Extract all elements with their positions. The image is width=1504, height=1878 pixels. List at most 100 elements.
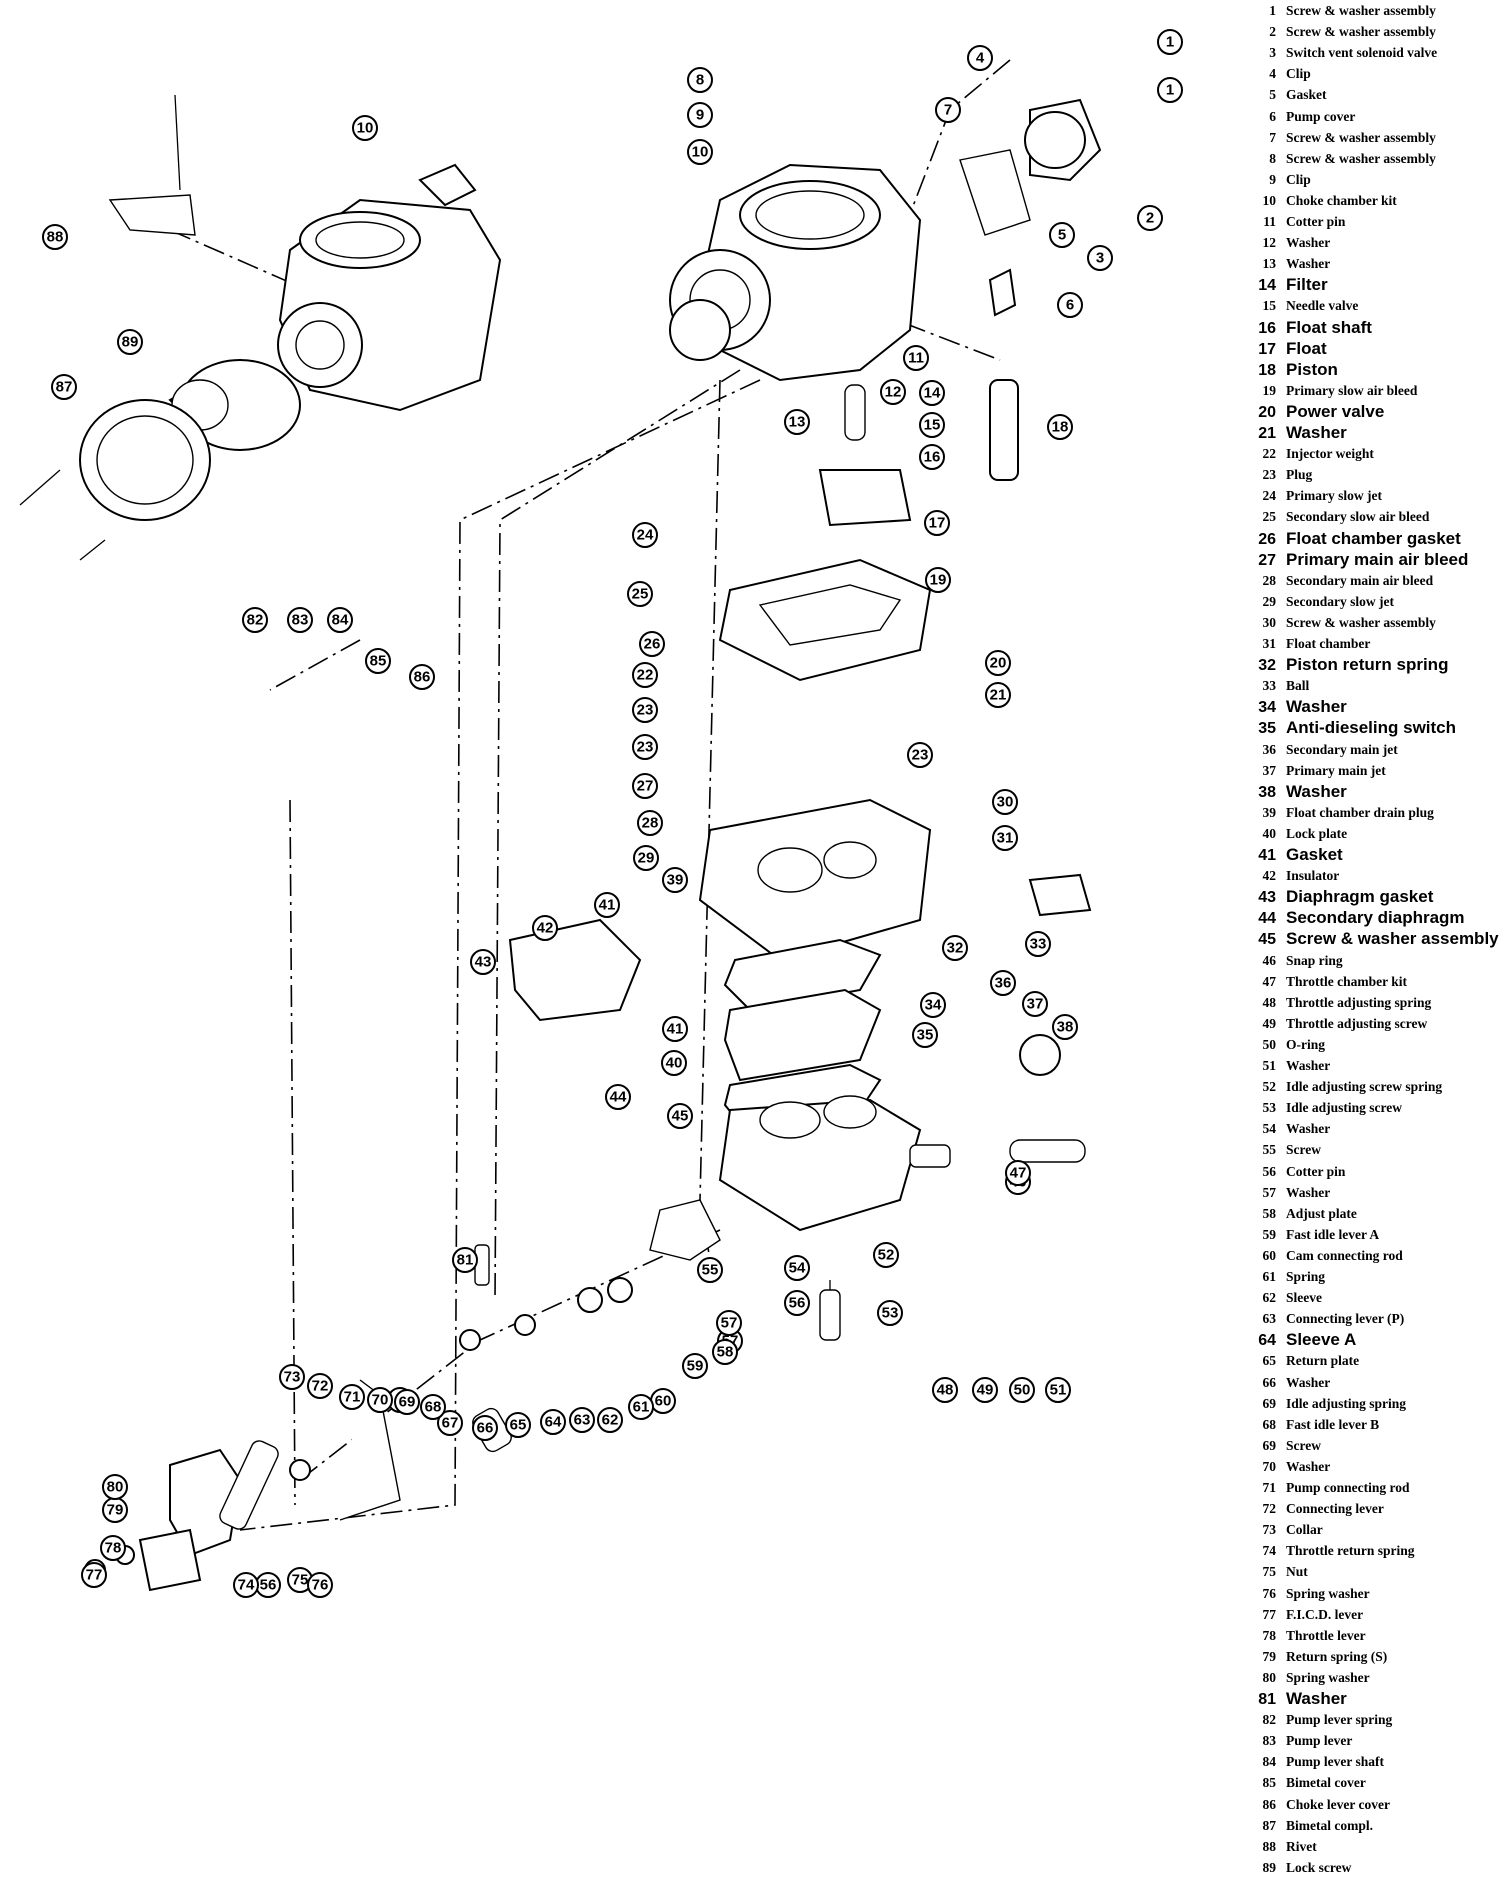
- callout-label: 31: [992, 825, 1018, 851]
- legend-item-label: Float chamber: [1286, 636, 1371, 651]
- legend-item-label: Washer: [1286, 256, 1331, 272]
- callout-circle: [632, 697, 658, 723]
- callout-number: 72: [312, 1378, 329, 1395]
- callout-label: 24: [632, 522, 658, 548]
- legend-item-label: Float shaft: [1286, 317, 1372, 337]
- callout-number: 67: [442, 1415, 459, 1432]
- legend-item-label: Gasket: [1286, 845, 1343, 864]
- callout-label: 45: [667, 1103, 693, 1129]
- callout-label: 25: [627, 581, 653, 607]
- legend-item-label: Cotter pin: [1286, 214, 1346, 229]
- callout-circle: [667, 1103, 693, 1129]
- callout-circle: [784, 409, 810, 435]
- callout-circle: [532, 915, 558, 941]
- carburetor-exploded-diagram: 1123456789101011121314151617181920212223…: [19, 29, 1183, 1598]
- callout-label: 10: [687, 139, 713, 165]
- callout-label: 26: [639, 631, 665, 657]
- callout-circle: [569, 1407, 595, 1433]
- callout-label: 77: [81, 1562, 107, 1588]
- legend-item-number: 78: [1262, 1627, 1277, 1643]
- callout-label: 78: [100, 1535, 126, 1561]
- callout-label: 53: [877, 1300, 903, 1326]
- callout-label: 41: [662, 1016, 688, 1042]
- callout-number: 61: [633, 1399, 650, 1416]
- legend-item-number: 57: [1262, 1184, 1277, 1200]
- legend-item-number: 2: [1269, 24, 1276, 40]
- legend-item-label: Secondary main air bleed: [1286, 572, 1434, 588]
- callout-circle: [1087, 245, 1113, 271]
- callout-circle: [409, 664, 435, 690]
- callout-number: 45: [672, 1108, 689, 1125]
- legend-item-number: 20: [1258, 403, 1276, 421]
- callout-label: 28: [637, 810, 663, 836]
- callout-label: 47: [1005, 1160, 1031, 1186]
- callout-number: 53: [882, 1305, 899, 1322]
- callout-circle: [1047, 414, 1073, 440]
- legend-item-label: Pump lever shaft: [1286, 1754, 1384, 1770]
- callout-number: 30: [997, 794, 1014, 811]
- legend-item-label: Washer: [1286, 1184, 1331, 1200]
- callout-number: 86: [414, 669, 431, 686]
- legend-item-label: Spring: [1286, 1269, 1326, 1284]
- callout-label: 36: [990, 970, 1016, 996]
- legend-item-number: 53: [1262, 1100, 1277, 1116]
- callout-label: 10: [352, 115, 378, 141]
- callout-number: 55: [702, 1262, 719, 1279]
- callout-label: 23: [632, 734, 658, 760]
- legend-item: 57 Washer: [1236, 1182, 1331, 1203]
- legend-item-number: 75: [1262, 1564, 1277, 1580]
- callout-label: 44: [605, 1084, 631, 1110]
- callout-circle: [935, 97, 961, 123]
- callout-label: 42: [532, 915, 558, 941]
- callout-circle: [662, 867, 688, 893]
- callout-label: 54: [784, 1255, 810, 1281]
- callout-number: 40: [666, 1055, 683, 1072]
- callout-number: 56: [260, 1577, 277, 1594]
- callout-circle: [1052, 1014, 1078, 1040]
- legend-item-label: Primary main jet: [1286, 762, 1386, 778]
- callout-circle: [81, 1562, 107, 1588]
- callout-number: 54: [789, 1260, 806, 1277]
- legend-item-number: 70: [1262, 1458, 1277, 1474]
- callout-circle: [637, 810, 663, 836]
- callout-circle: [472, 1415, 498, 1441]
- legend-item-label: Washer: [1286, 781, 1347, 801]
- callout-circle: [279, 1364, 305, 1390]
- legend-item-number: 59: [1262, 1226, 1277, 1242]
- legend-item-label: Pump connecting rod: [1286, 1480, 1410, 1495]
- callout-number: 77: [86, 1567, 103, 1584]
- legend-item-number: 72: [1262, 1501, 1277, 1517]
- callout-circle: [594, 892, 620, 918]
- callout-label: 29: [633, 845, 659, 871]
- callout-number: 39: [667, 872, 684, 889]
- callout-label: 83: [287, 607, 313, 633]
- callout-number: 87: [56, 379, 73, 396]
- legend-item-label: Primary slow air bleed: [1286, 382, 1418, 398]
- callout-number: 9: [696, 107, 704, 124]
- legend-item-number: 46: [1262, 952, 1277, 968]
- callout-number: 10: [357, 120, 374, 137]
- callout-circle: [633, 845, 659, 871]
- callout-label: 9: [687, 102, 713, 128]
- legend-item-number: 76: [1262, 1585, 1277, 1601]
- legend-item-number: 39: [1262, 804, 1277, 820]
- callout-circle: [420, 1394, 446, 1420]
- callout-number: 43: [475, 954, 492, 971]
- callout-number: 68: [425, 1399, 442, 1416]
- callout-number: 33: [1030, 936, 1047, 953]
- legend-item-label: Pump lever spring: [1286, 1712, 1393, 1728]
